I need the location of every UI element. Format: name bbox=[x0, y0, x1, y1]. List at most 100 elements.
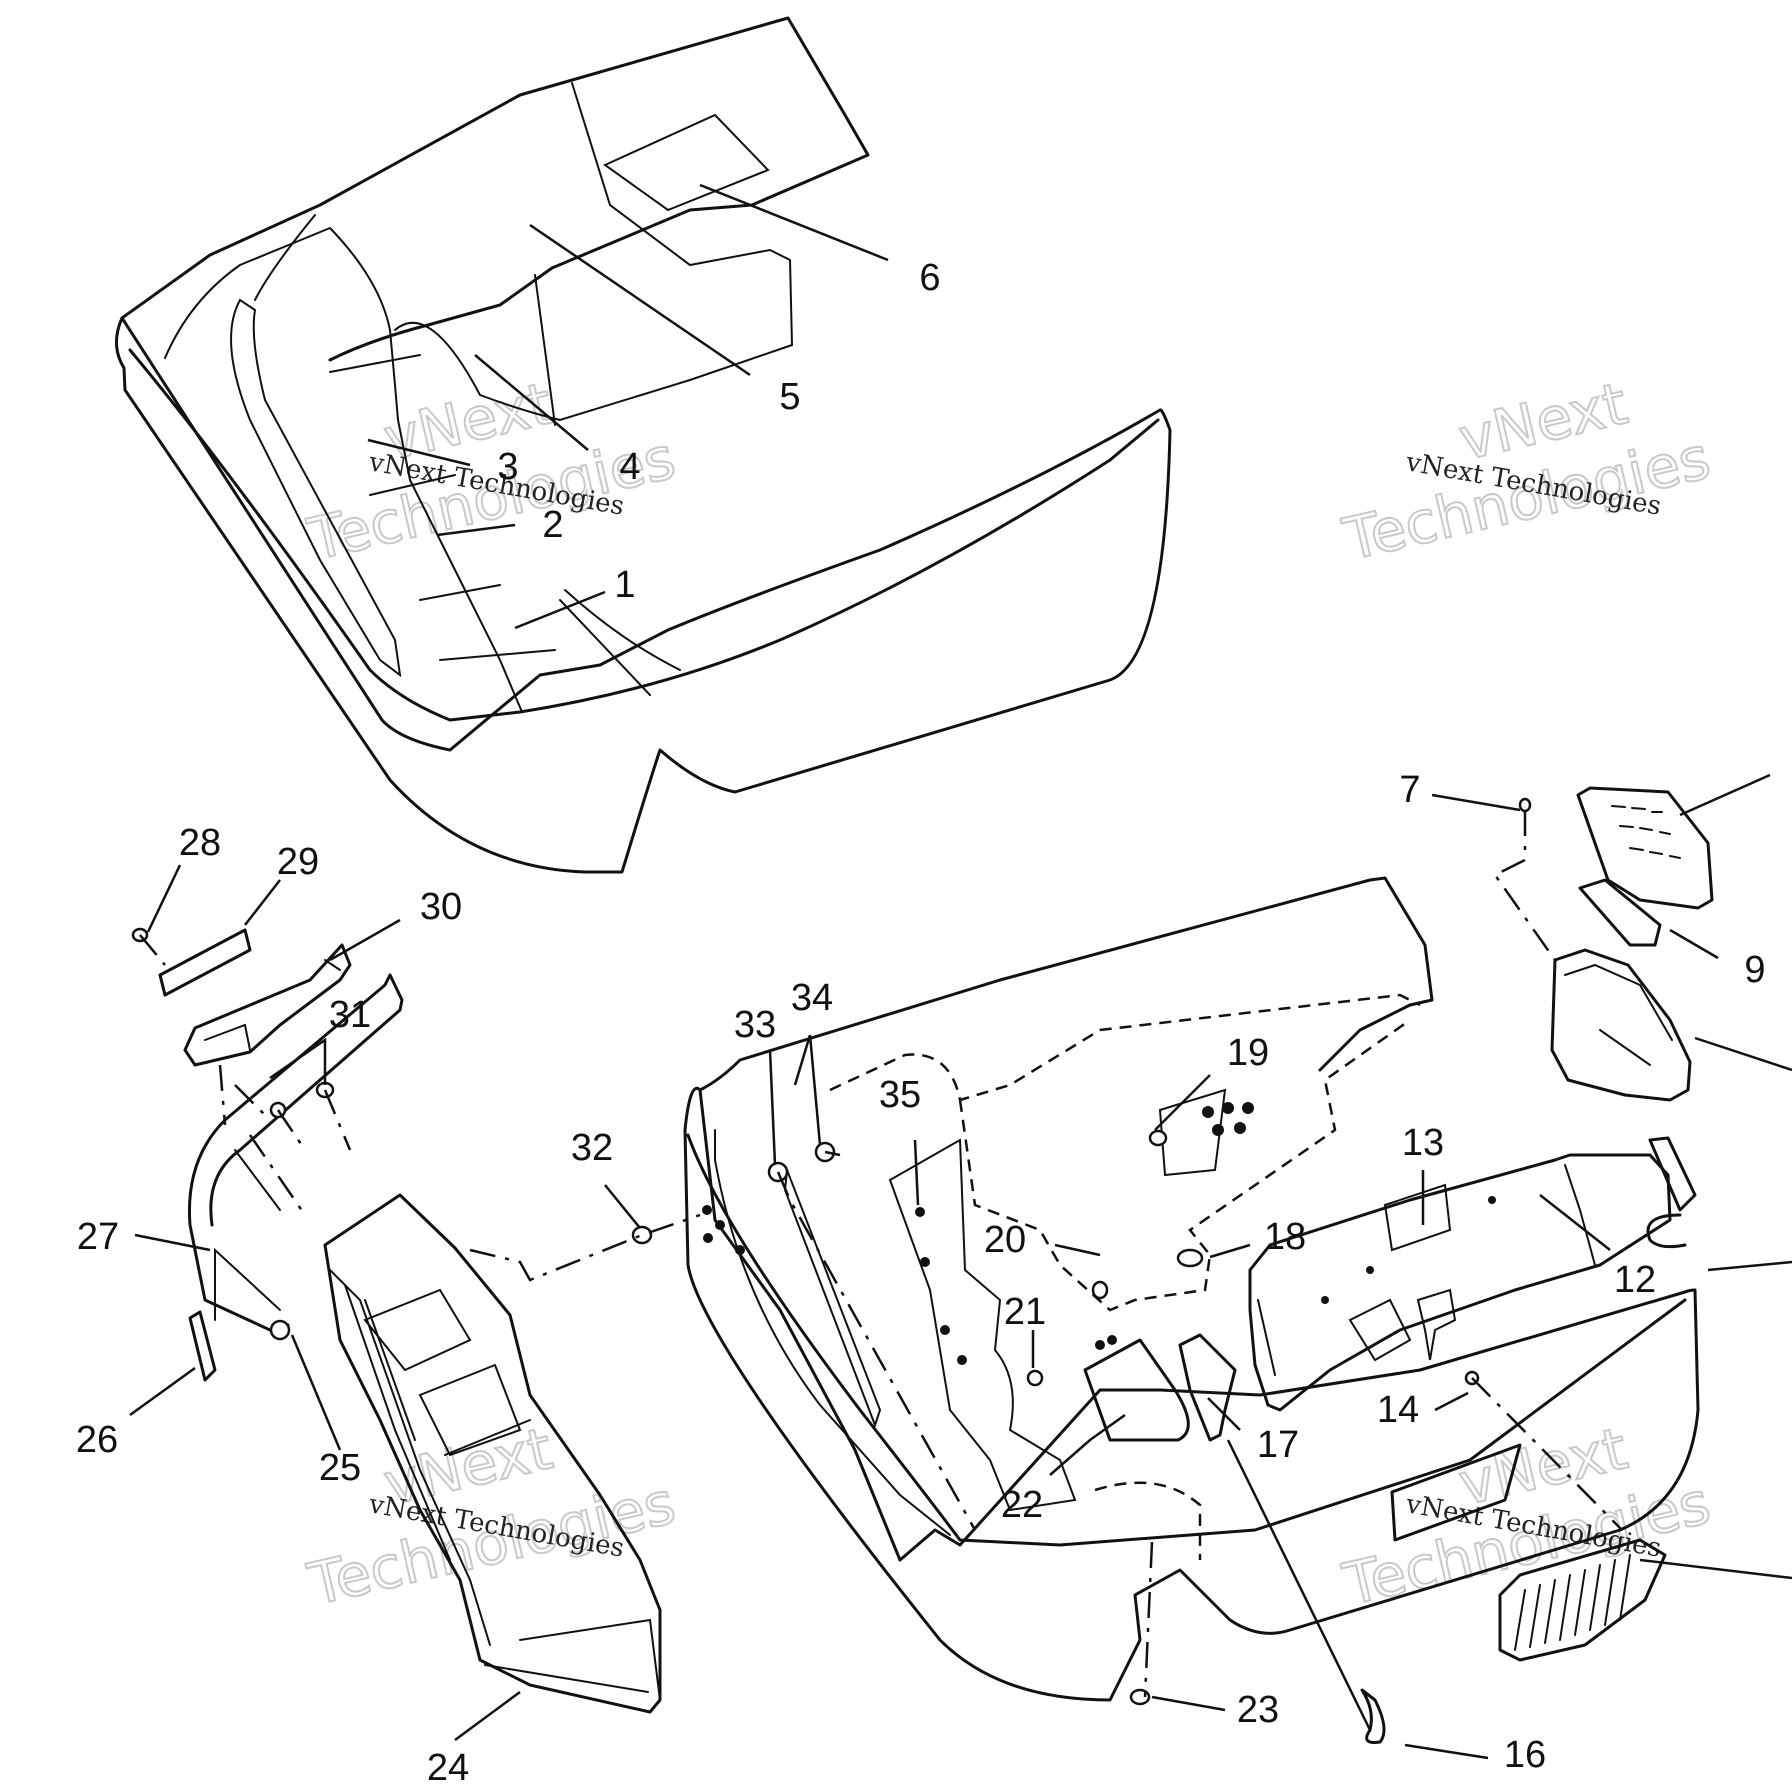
upper-hood-inner-contour bbox=[394, 82, 794, 422]
hole bbox=[1234, 1122, 1246, 1134]
assembly-line-23 bbox=[1143, 1541, 1154, 1698]
grille-lens-slats bbox=[1514, 1554, 1631, 1651]
callout-12: 12 bbox=[1614, 1259, 1656, 1301]
upper-hood-left-strip bbox=[230, 298, 402, 678]
lower-hood-assembly bbox=[683, 876, 1700, 1702]
label-13 bbox=[1383, 1183, 1452, 1252]
callout-33: 33 bbox=[734, 1004, 776, 1046]
decal-plate-lower bbox=[1390, 1443, 1522, 1542]
leader-15 bbox=[1639, 1558, 1792, 1580]
grille-lens bbox=[1498, 1538, 1667, 1662]
callout-5: 5 bbox=[779, 376, 800, 418]
callout-16: 16 bbox=[1504, 1734, 1546, 1776]
callout-18: 18 bbox=[1264, 1216, 1306, 1258]
leader-29 bbox=[244, 879, 281, 926]
hole bbox=[957, 1355, 967, 1365]
leader-11 bbox=[1707, 1260, 1792, 1272]
upper-hood-top-rim bbox=[120, 16, 870, 362]
callout-22: 22 bbox=[1001, 1484, 1043, 1526]
leader-3 bbox=[367, 438, 471, 467]
leader-26 bbox=[129, 1366, 196, 1417]
leader-17 bbox=[1207, 1397, 1241, 1431]
callout-24: 24 bbox=[427, 1747, 469, 1789]
hinge-22 bbox=[1083, 1338, 1190, 1442]
leader-1 bbox=[514, 590, 606, 630]
callout-17: 17 bbox=[1257, 1424, 1299, 1466]
leader-28 bbox=[146, 864, 182, 933]
hole bbox=[1095, 1340, 1105, 1350]
screw-7 bbox=[1518, 797, 1532, 813]
callout-9: 9 bbox=[1744, 949, 1765, 991]
hole bbox=[702, 1205, 712, 1215]
upper-hood-front-lip bbox=[128, 348, 1160, 722]
lower-hood-hidden-lower-recess bbox=[1094, 1481, 1202, 1560]
lower-hood-front-lip bbox=[686, 1133, 1687, 1547]
callout-14: 14 bbox=[1377, 1389, 1419, 1431]
callout-labels: 1 2 3 4 5 6 7 9 12 13 14 16 17 18 19 20 … bbox=[76, 257, 1766, 1789]
assembly-line-14 bbox=[1471, 1377, 1623, 1531]
upper-hood-assembly bbox=[115, 16, 1172, 874]
assembly-lines bbox=[139, 810, 1623, 1698]
leader-24 bbox=[454, 1690, 521, 1742]
hole bbox=[915, 1207, 925, 1217]
side-rail-27-inner bbox=[214, 1149, 281, 1321]
leader-2 bbox=[436, 523, 516, 537]
callout-6: 6 bbox=[919, 257, 940, 299]
callout-27: 27 bbox=[77, 1216, 119, 1258]
leader-20 bbox=[1054, 1243, 1101, 1257]
hole bbox=[1366, 1266, 1374, 1274]
hole bbox=[1222, 1102, 1234, 1114]
leader-33 bbox=[768, 1049, 777, 1166]
upper-hood-panel-6 bbox=[603, 113, 770, 212]
leader-25 bbox=[290, 1334, 342, 1451]
callout-3: 3 bbox=[497, 446, 518, 488]
pad-9 bbox=[1578, 878, 1662, 947]
clip-18 bbox=[1176, 1248, 1204, 1268]
callout-34: 34 bbox=[791, 977, 833, 1019]
lanyard-16 bbox=[1360, 1688, 1386, 1744]
leader-32 bbox=[604, 1184, 641, 1229]
leader-9 bbox=[1669, 928, 1719, 960]
right-cover-12-bracket bbox=[1348, 1288, 1457, 1362]
leader-27 bbox=[134, 1233, 211, 1252]
leader-8 bbox=[1679, 773, 1771, 817]
assembly-line-34 bbox=[824, 1150, 841, 1157]
callout-1: 1 bbox=[614, 564, 635, 606]
leader-35 bbox=[913, 1139, 920, 1206]
leader-lines bbox=[129, 183, 1792, 1760]
box-10 bbox=[1550, 948, 1692, 1102]
plate-29 bbox=[158, 928, 252, 997]
leader-12 bbox=[1539, 1194, 1611, 1251]
leader-18 bbox=[1209, 1243, 1251, 1259]
screw-21 bbox=[1026, 1369, 1044, 1387]
hole bbox=[1321, 1296, 1329, 1304]
upper-hood-outer-shell bbox=[115, 316, 1172, 874]
right-cover-12-inner bbox=[1257, 1164, 1596, 1376]
pin-15 bbox=[1646, 1213, 1687, 1249]
leader-23 bbox=[1151, 1695, 1226, 1712]
callout-20: 20 bbox=[984, 1219, 1026, 1261]
top-right-parts bbox=[1390, 786, 1714, 1662]
right-cover-12 bbox=[1248, 1153, 1672, 1412]
mount-holes bbox=[702, 1102, 1496, 1365]
bracket-11 bbox=[1648, 1136, 1697, 1212]
lower-hood-top-rim bbox=[698, 876, 1434, 1092]
leader-34 bbox=[793, 1034, 822, 1146]
assembly-line-7 bbox=[1493, 810, 1557, 961]
screw-19 bbox=[1148, 1129, 1168, 1147]
callout-7: 7 bbox=[1399, 769, 1420, 811]
step-panel-24-toe bbox=[484, 1618, 661, 1701]
watermark-bottom-left: vNext Technologies vNext Technologies bbox=[301, 1413, 682, 1620]
leader-22 bbox=[1049, 1413, 1126, 1476]
screw-25 bbox=[269, 1319, 291, 1341]
leader-5 bbox=[529, 223, 751, 377]
leader-14 bbox=[1434, 1391, 1469, 1412]
leader-30 bbox=[329, 918, 401, 962]
lower-hood-hidden-inner-panel bbox=[829, 993, 1421, 1312]
callout-29: 29 bbox=[277, 841, 319, 883]
upper-hood-ridges bbox=[254, 214, 556, 426]
callout-13: 13 bbox=[1402, 1122, 1444, 1164]
hole bbox=[920, 1257, 930, 1267]
hole bbox=[1212, 1124, 1224, 1136]
